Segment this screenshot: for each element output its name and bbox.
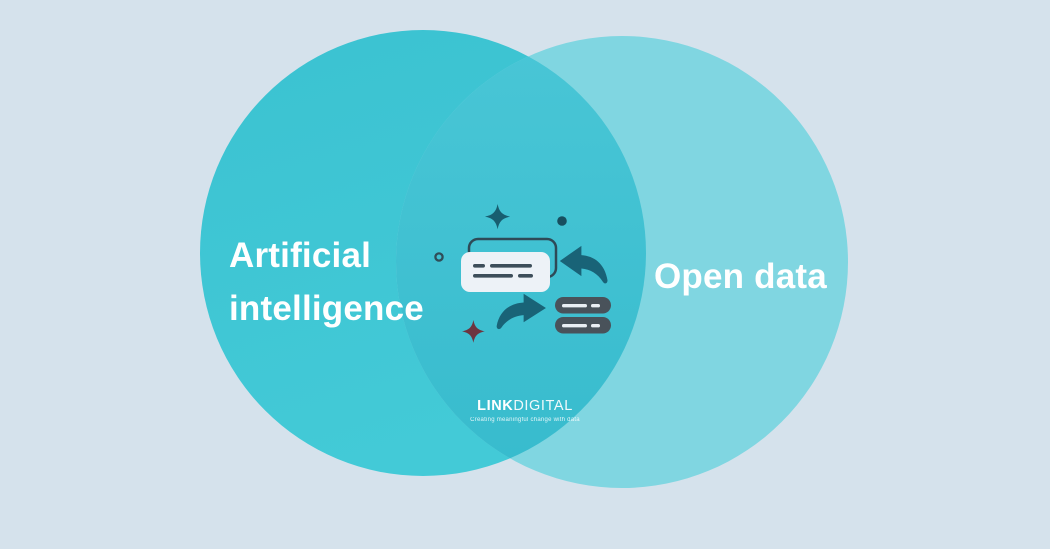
ring-icon — [434, 252, 444, 262]
sparkle-maroon-icon — [462, 320, 485, 343]
database-icon — [555, 297, 611, 334]
sparkle-icon — [485, 204, 511, 230]
brand-logo: LINKDIGITAL Creating meaningful change w… — [425, 398, 625, 423]
chat-card-icon — [461, 252, 550, 292]
overlap-icon-cluster — [434, 204, 611, 343]
arrow-right-icon — [496, 293, 546, 330]
left-circle-label: Artificial intelligence — [229, 236, 424, 328]
brand-logo-tagline: Creating meaningful change with data — [470, 416, 580, 423]
arrow-left-icon — [559, 245, 608, 284]
brand-logo-wordmark: LINKDIGITAL — [425, 398, 625, 415]
brand-logo-link: LINK — [477, 398, 514, 414]
right-circle-label: Open data — [654, 257, 827, 296]
brand-logo-digital: DIGITAL — [513, 398, 573, 414]
overlap-lens — [396, 36, 646, 476]
dot-icon — [557, 216, 567, 226]
